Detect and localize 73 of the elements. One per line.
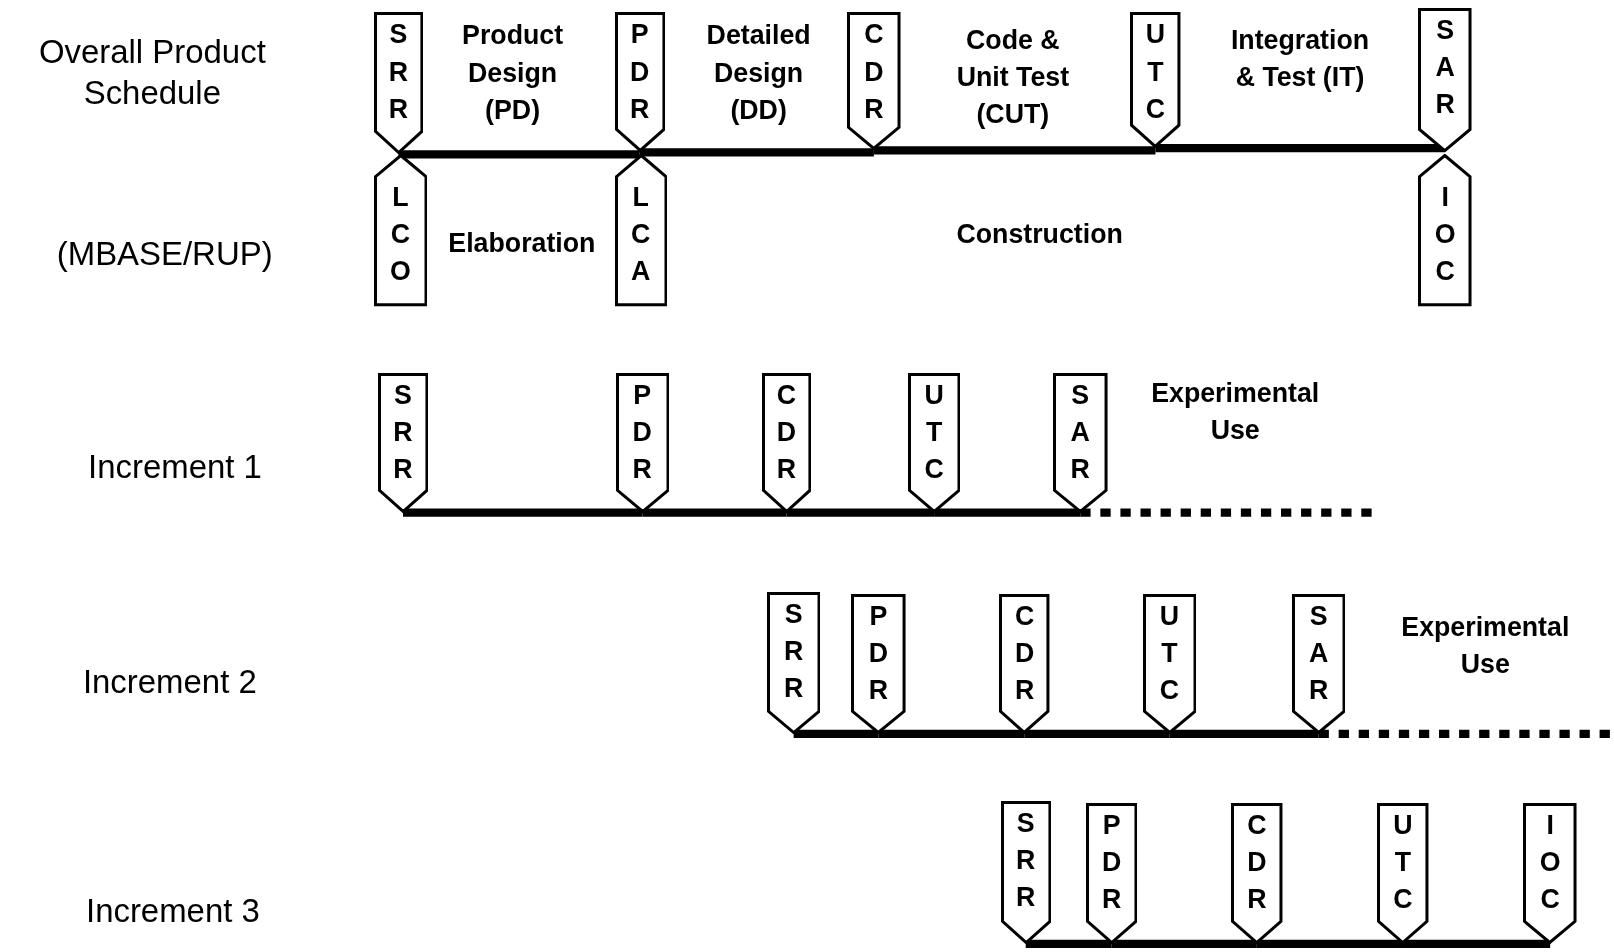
milestone-pennant xyxy=(1053,372,1108,513)
timeline-bar xyxy=(786,508,935,517)
milestone-code: P D R xyxy=(629,18,651,126)
timeline-bar xyxy=(878,729,1025,739)
milestone-code: P D R xyxy=(1101,809,1123,917)
row-label: (MBASE/RUP) xyxy=(55,233,274,274)
phase-label: Product Design (PD) xyxy=(461,19,565,127)
milestone-pennant xyxy=(907,372,961,513)
milestone-code: I O C xyxy=(1433,181,1457,289)
milestone-pennant xyxy=(614,154,667,307)
timeline-bar xyxy=(1169,729,1319,739)
milestone-pennant xyxy=(1418,154,1472,307)
timeline-bar xyxy=(1256,939,1403,948)
milestone-pennant xyxy=(847,12,901,151)
milestone-code: C D R xyxy=(1246,809,1268,917)
phase-label: Construction xyxy=(955,218,1124,252)
phase-label: Integration & Test (IT) xyxy=(1229,23,1371,94)
phase-label: Experimental Use xyxy=(1400,611,1571,682)
timeline-bar xyxy=(1403,939,1551,948)
milestone-pennant xyxy=(761,372,812,513)
row-label: Increment 3 xyxy=(85,891,261,932)
milestone-code: S A R xyxy=(1069,378,1091,486)
timeline-bar xyxy=(873,146,1156,155)
milestone-pennant xyxy=(373,12,424,155)
timeline-bar xyxy=(639,148,874,157)
timeline-bar xyxy=(1025,939,1112,948)
milestone-pennant xyxy=(766,591,821,734)
timeline-bar xyxy=(1111,939,1257,948)
milestone-code: C D R xyxy=(775,378,798,486)
milestone-code: I O C xyxy=(1538,809,1562,917)
milestone-pennant xyxy=(377,372,429,513)
milestone-pennant xyxy=(1142,593,1197,734)
phase-label: Elaboration xyxy=(447,227,597,261)
milestone-code: S R R xyxy=(1015,806,1037,915)
milestone-code: P D R xyxy=(631,378,653,486)
row-label: Overall Product Schedule xyxy=(37,31,267,114)
milestone-code: S R R xyxy=(387,18,409,126)
row-label: Increment 2 xyxy=(81,661,258,702)
milestone-code: U T C xyxy=(923,378,945,486)
milestone-pennant xyxy=(1231,802,1283,944)
timeline-bar xyxy=(403,508,643,517)
milestone-code: U T C xyxy=(1392,809,1414,917)
milestone-code: P D R xyxy=(867,600,890,708)
milestone-code: S R R xyxy=(392,378,414,486)
timeline-bar xyxy=(793,729,879,739)
milestone-pennant xyxy=(1291,593,1346,734)
row-label: Increment 1 xyxy=(87,446,263,487)
milestone-code: L C O xyxy=(389,181,412,289)
phase-label: Detailed Design (DD) xyxy=(705,19,812,127)
milestone-pennant xyxy=(999,593,1050,734)
milestone-pennant xyxy=(1523,802,1577,944)
phase-label: Code & Unit Test (CUT) xyxy=(955,23,1071,131)
milestone-code: L C A xyxy=(630,181,652,289)
milestone-code: S A R xyxy=(1307,600,1330,708)
milestone-pennant xyxy=(1377,802,1429,944)
timeline-bar xyxy=(642,508,787,517)
timeline-bar xyxy=(1024,729,1170,739)
timeline-bar xyxy=(934,508,1081,517)
milestone-pennant xyxy=(1130,12,1181,149)
milestone-code: U T C xyxy=(1158,600,1180,708)
milestone-code: C D R xyxy=(863,18,885,126)
milestone-code: S A R xyxy=(1434,14,1456,122)
milestone-pennant xyxy=(851,593,906,734)
milestone-pennant xyxy=(615,372,670,513)
milestone-code: U T C xyxy=(1144,18,1167,126)
phase-label: Experimental Use xyxy=(1150,376,1321,447)
milestone-pennant xyxy=(1085,802,1138,944)
milestone-code: S R R xyxy=(782,597,805,706)
milestone-pennant xyxy=(614,12,665,153)
milestone-pennant xyxy=(1000,800,1051,944)
milestone-pennant xyxy=(1418,8,1472,153)
milestone-code: C D R xyxy=(1014,600,1036,708)
milestone-pennant xyxy=(373,154,428,307)
